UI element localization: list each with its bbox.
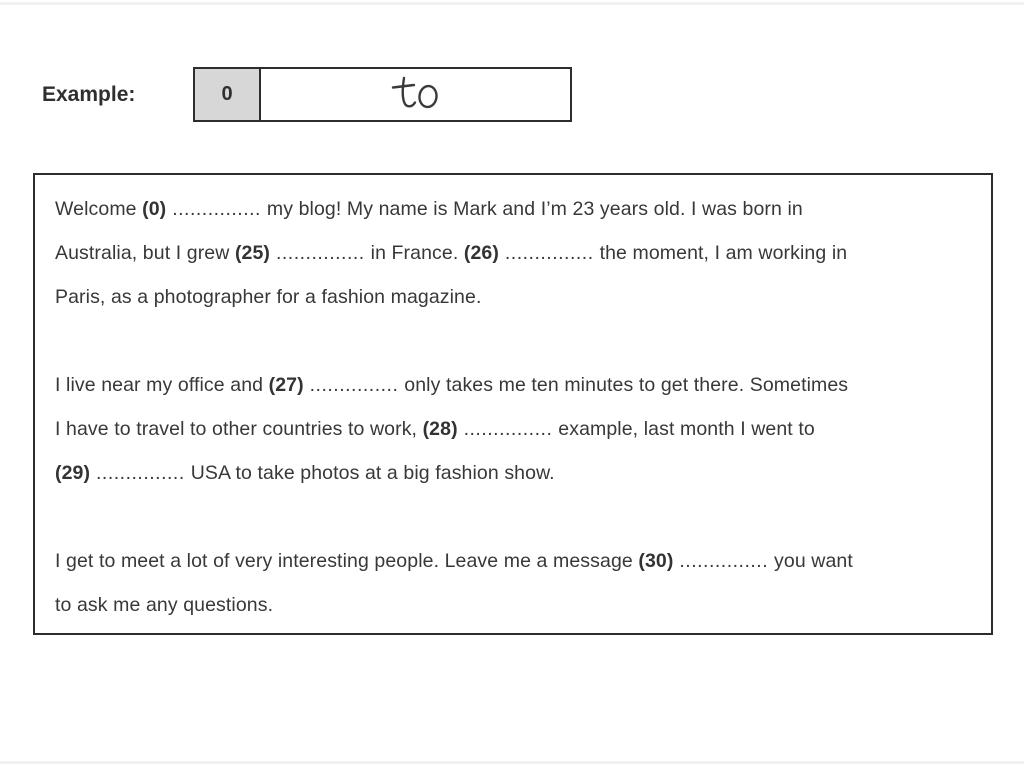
- gap-dots: ...............: [90, 462, 191, 484]
- gap-dots: ...............: [673, 550, 775, 572]
- gap-number: (30): [638, 550, 674, 572]
- passage-line: Paris, as a photographer for a fashion m…: [55, 286, 482, 308]
- example-number-cell: 0: [195, 69, 261, 120]
- gap-dots: ...............: [457, 418, 559, 440]
- gap-number: (25): [234, 242, 271, 264]
- passage-box: Welcome (0) ............... my blog! My …: [33, 173, 993, 635]
- passage-line: I have to travel to other countries to w…: [55, 418, 815, 440]
- example-answer-cell: to: [261, 69, 570, 120]
- passage-paragraph: Welcome (0) ............... my blog! My …: [55, 187, 971, 319]
- gap-number: (29): [55, 462, 91, 484]
- handwritten-answer-to: [391, 76, 438, 108]
- gap-number: (27): [268, 374, 304, 396]
- gap-dots: ...............: [166, 198, 267, 220]
- passage-line: I get to meet a lot of very interesting …: [55, 550, 853, 572]
- gap-number: (0): [142, 198, 167, 220]
- slide-bottom-edge: [0, 761, 1024, 764]
- gap-dots: ...............: [303, 374, 405, 396]
- passage-line: Welcome (0) ............... my blog! My …: [55, 198, 803, 220]
- passage-line: (29) ............... USA to take photos …: [55, 462, 555, 484]
- example-label: Example:: [42, 83, 136, 106]
- gap-dots: ...............: [498, 242, 600, 264]
- passage-line: to ask me any questions.: [55, 594, 274, 616]
- slide-top-edge: [0, 2, 1024, 5]
- passage-line: Australia, but I grew (25) .............…: [55, 242, 848, 264]
- passage-paragraph: I get to meet a lot of very interesting …: [55, 539, 971, 627]
- gap-number: (26): [463, 242, 499, 264]
- gap-number: (28): [422, 418, 458, 440]
- passage-line: I live near my office and (27) .........…: [55, 374, 849, 396]
- passage-paragraph: I live near my office and (27) .........…: [55, 363, 971, 495]
- gap-dots: ...............: [270, 242, 371, 264]
- example-answer-box: 0 to: [193, 67, 572, 122]
